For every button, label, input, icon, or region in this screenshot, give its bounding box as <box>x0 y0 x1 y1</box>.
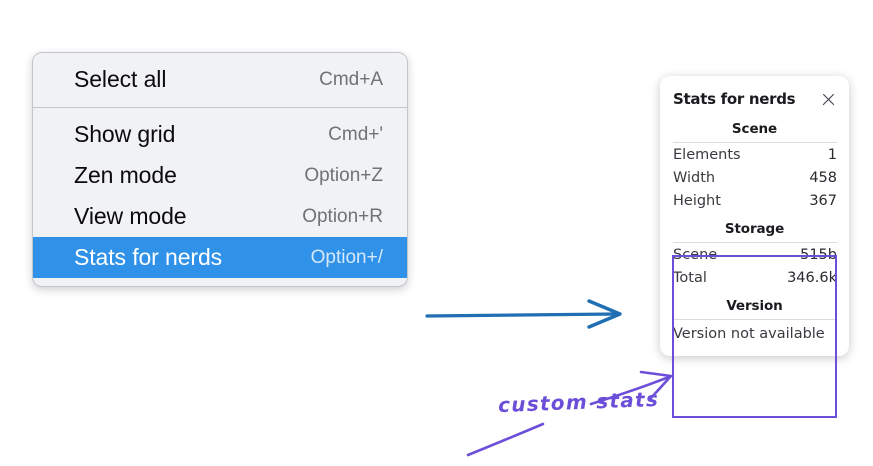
stat-row-height: Height 367 <box>660 189 849 212</box>
section-heading-storage: Storage <box>724 221 785 237</box>
menu-item-shortcut: Cmd+A <box>319 68 383 90</box>
menu-item-shortcut: Option+Z <box>304 164 383 186</box>
menu-item-label: Stats for nerds <box>74 244 223 270</box>
menu-separator <box>33 107 407 108</box>
stat-label: Width <box>673 170 716 186</box>
close-icon[interactable] <box>820 91 837 108</box>
stats-panel-title: Stats for nerds <box>673 90 796 108</box>
stat-value: 1 <box>827 147 837 163</box>
stats-panel-header: Stats for nerds <box>660 86 849 112</box>
section-rule <box>673 319 837 320</box>
menu-item-select-all[interactable]: Select all Cmd+A <box>33 59 407 100</box>
section-rule <box>673 142 837 143</box>
custom-stats-annotation-label: custom stats <box>497 386 660 418</box>
arrow-right-icon <box>425 299 622 329</box>
arrow-upright-icon <box>589 370 673 406</box>
version-not-available-text: Version not available <box>673 326 825 342</box>
stat-value: 515b <box>800 247 837 263</box>
menu-item-zen-mode[interactable]: Zen mode Option+Z <box>33 155 407 196</box>
stat-row-scene-storage: Scene 515b <box>660 243 849 266</box>
menu-item-label: Select all <box>74 66 167 92</box>
menu-item-stats-for-nerds[interactable]: Stats for nerds Option+/ <box>33 237 407 278</box>
menu-item-label: Show grid <box>74 121 176 147</box>
stat-label: Elements <box>673 147 741 163</box>
menu-item-show-grid[interactable]: Show grid Cmd+' <box>33 114 407 155</box>
stat-row-elements: Elements 1 <box>660 143 849 166</box>
stat-value: 346.6k <box>787 270 837 286</box>
underline-stroke-icon <box>466 422 545 457</box>
menu-item-label: View mode <box>74 203 187 229</box>
stat-label: Total <box>673 270 707 286</box>
menu-item-view-mode[interactable]: View mode Option+R <box>33 196 407 237</box>
stat-label: Height <box>673 193 721 209</box>
menu-item-shortcut: Option+/ <box>310 246 383 268</box>
section-rule <box>673 242 837 243</box>
stat-value: 367 <box>809 193 837 209</box>
stat-value: 458 <box>809 170 837 186</box>
section-heading-version: Version <box>726 298 783 314</box>
menu-group-1: Select all Cmd+A <box>33 59 407 100</box>
menu-item-shortcut: Option+R <box>302 205 383 227</box>
menu-item-shortcut: Cmd+' <box>328 123 383 145</box>
stat-row-width: Width 458 <box>660 166 849 189</box>
stats-for-nerds-panel: Stats for nerds Scene Elements 1 Width 4… <box>660 76 849 356</box>
section-heading-scene: Scene <box>731 121 778 137</box>
menu-group-2: Show grid Cmd+' Zen mode Option+Z View m… <box>33 114 407 278</box>
context-menu[interactable]: Select all Cmd+A Show grid Cmd+' Zen mod… <box>32 52 408 287</box>
stat-row-total-storage: Total 346.6k <box>660 266 849 289</box>
menu-item-label: Zen mode <box>74 162 177 188</box>
stat-label: Scene <box>673 247 718 263</box>
